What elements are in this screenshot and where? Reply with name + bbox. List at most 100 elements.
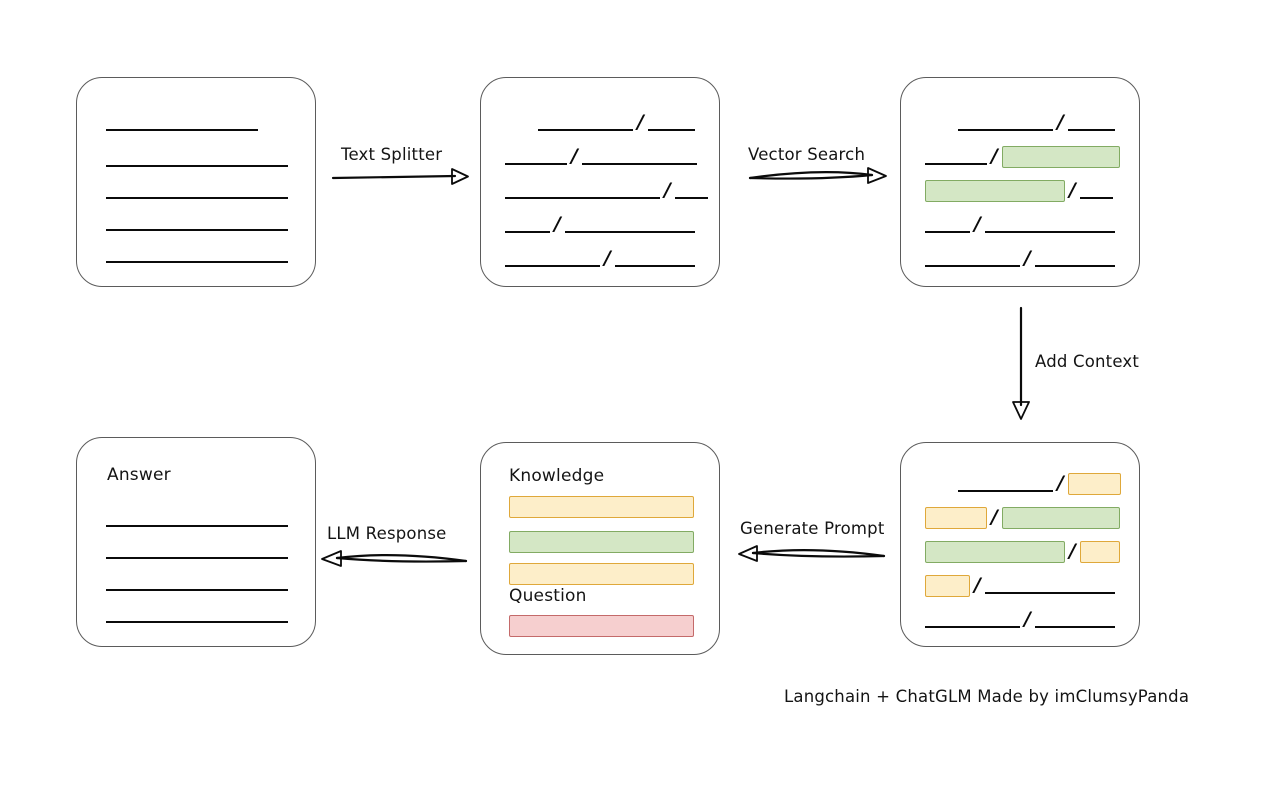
text-line	[925, 626, 1020, 628]
box-context-added[interactable]: / / / / /	[900, 442, 1140, 647]
doc-row: /	[901, 573, 1139, 599]
box-source-document[interactable]	[76, 77, 316, 287]
arrow-label-vector-search: Vector Search	[748, 145, 866, 164]
slash-separator: /	[604, 246, 611, 269]
text-line	[106, 621, 288, 623]
text-line	[106, 589, 288, 591]
doc-row	[77, 570, 315, 596]
arrow-label-text-splitter: Text Splitter	[341, 145, 443, 164]
highlight-chip-green	[1001, 146, 1120, 168]
text-line	[1079, 197, 1113, 199]
text-line	[505, 231, 550, 233]
split-chunks-rows: / / / / /	[481, 78, 719, 286]
slash-separator: /	[991, 505, 998, 528]
text-line	[538, 129, 633, 131]
text-line	[1034, 265, 1115, 267]
text-line	[674, 197, 708, 199]
slash-separator: /	[664, 178, 671, 201]
knowledge-bar-green	[509, 531, 694, 553]
text-line	[984, 592, 1115, 594]
arrow-label-add-context: Add Context	[1035, 352, 1140, 371]
question-bar-red	[509, 615, 694, 637]
box-vector-matches[interactable]: / / / / /	[900, 77, 1140, 287]
source-document-rows	[77, 78, 315, 286]
doc-row: /	[481, 246, 719, 272]
text-line	[647, 129, 695, 131]
text-line	[106, 197, 288, 199]
highlight-chip-green	[925, 180, 1065, 202]
doc-row	[77, 210, 315, 236]
doc-row	[77, 146, 315, 172]
text-line	[958, 490, 1053, 492]
doc-row	[77, 178, 315, 204]
text-line	[925, 231, 970, 233]
arrow-llm-response	[321, 550, 468, 567]
slash-separator: /	[637, 110, 644, 133]
doc-row: /	[901, 178, 1139, 204]
doc-row: /	[901, 505, 1139, 531]
arrow-label-generate-prompt: Generate Prompt	[740, 519, 885, 538]
slash-separator: /	[1057, 110, 1064, 133]
doc-row: /	[901, 607, 1139, 633]
text-line	[925, 265, 1020, 267]
slash-separator: /	[991, 144, 998, 167]
text-line	[1034, 626, 1115, 628]
doc-row	[77, 242, 315, 268]
text-line	[984, 231, 1115, 233]
text-line	[106, 261, 288, 263]
doc-row	[77, 506, 315, 532]
text-line	[1067, 129, 1115, 131]
arrow-text-splitter	[331, 168, 469, 185]
doc-row: /	[481, 144, 719, 170]
highlight-chip-green	[1001, 507, 1120, 529]
answer-heading: Answer	[107, 465, 171, 485]
doc-row: /	[901, 110, 1139, 136]
text-line	[505, 265, 600, 267]
doc-row	[77, 538, 315, 564]
slash-separator: /	[974, 573, 981, 596]
text-line	[925, 163, 987, 165]
arrow-vector-search	[748, 167, 887, 184]
context-added-rows: / / / / /	[901, 443, 1139, 646]
highlight-chip-green	[925, 541, 1065, 563]
slash-separator: /	[1024, 607, 1031, 630]
slash-separator: /	[974, 212, 981, 235]
arrow-label-llm-response: LLM Response	[327, 524, 447, 543]
text-line	[505, 197, 660, 199]
doc-row: /	[901, 212, 1139, 238]
text-line	[106, 165, 288, 167]
vector-matches-rows: / / / / /	[901, 78, 1139, 286]
slash-separator: /	[1057, 471, 1064, 494]
text-line	[581, 163, 697, 165]
box-split-chunks[interactable]: / / / / /	[480, 77, 720, 287]
doc-row: /	[901, 144, 1139, 170]
arrow-generate-prompt	[738, 545, 886, 562]
doc-row: /	[901, 471, 1139, 497]
arrow-add-context	[1012, 306, 1030, 420]
text-line	[106, 557, 288, 559]
text-line	[505, 163, 567, 165]
question-heading: Question	[509, 586, 587, 606]
highlight-chip-yellow	[925, 507, 987, 529]
text-line	[106, 525, 288, 527]
text-line	[614, 265, 695, 267]
text-line	[958, 129, 1053, 131]
highlight-chip-yellow	[925, 575, 970, 597]
box-answer[interactable]: Answer	[76, 437, 316, 647]
box-generated-prompt[interactable]: Knowledge Question	[480, 442, 720, 655]
text-line	[106, 129, 258, 131]
doc-row: /	[481, 212, 719, 238]
highlight-chip-yellow	[1079, 541, 1120, 563]
doc-row	[77, 602, 315, 628]
slash-separator: /	[1024, 246, 1031, 269]
slash-separator: /	[571, 144, 578, 167]
knowledge-bar-yellow	[509, 496, 694, 518]
highlight-chip-yellow	[1067, 473, 1121, 495]
knowledge-heading: Knowledge	[509, 466, 605, 486]
knowledge-bar-yellow	[509, 563, 694, 585]
slash-separator: /	[1069, 178, 1076, 201]
doc-row: /	[901, 246, 1139, 272]
doc-row: /	[901, 539, 1139, 565]
slash-separator: /	[1069, 539, 1076, 562]
